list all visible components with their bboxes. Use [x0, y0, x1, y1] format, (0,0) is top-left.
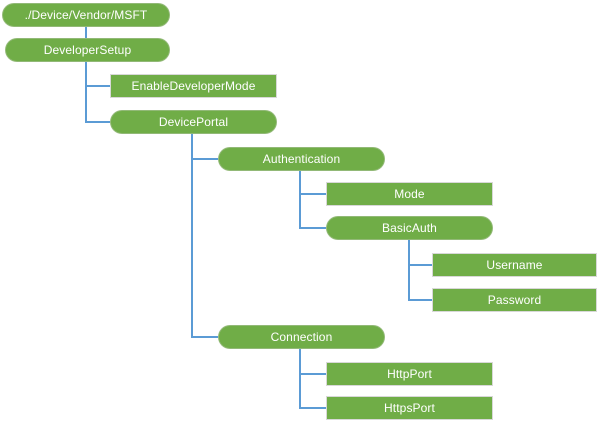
node-label-enabledevelopermode: EnableDeveloperMode — [131, 79, 256, 93]
connector-connection-to-httpport — [299, 349, 326, 375]
node-label-connection: Connection — [270, 330, 333, 344]
connector-deviceportal-to-authentication — [191, 134, 218, 160]
connector-basicauth-to-password — [408, 240, 432, 301]
connector-deviceportal-to-connection — [191, 134, 218, 338]
node-label-developersetup: DeveloperSetup — [43, 43, 132, 57]
node-label-password: Password — [487, 293, 542, 307]
node-label-root: ./Device/Vendor/MSFT — [24, 8, 148, 22]
node-enabledevelopermode[interactable]: EnableDeveloperMode — [110, 74, 277, 98]
connector-authentication-to-basicauth — [299, 171, 326, 229]
node-label-httpsport: HttpsPort — [384, 401, 435, 415]
node-authentication[interactable]: Authentication — [218, 147, 385, 171]
node-label-deviceportal: DevicePortal — [158, 115, 229, 129]
node-basicauth[interactable]: BasicAuth — [326, 216, 493, 240]
node-httpport[interactable]: HttpPort — [326, 362, 493, 386]
node-password[interactable]: Password — [432, 288, 597, 312]
node-developersetup[interactable]: DeveloperSetup — [5, 38, 170, 62]
connector-connection-to-httpsport — [299, 349, 326, 409]
connector-basicauth-to-username — [408, 240, 432, 266]
node-label-basicauth: BasicAuth — [382, 221, 437, 235]
node-label-httpport: HttpPort — [387, 367, 432, 381]
node-root[interactable]: ./Device/Vendor/MSFT — [2, 3, 170, 27]
node-label-authentication: Authentication — [262, 152, 341, 166]
node-username[interactable]: Username — [432, 253, 597, 277]
node-deviceportal[interactable]: DevicePortal — [110, 110, 277, 134]
connector-developersetup-to-deviceportal — [85, 62, 110, 123]
connector-developersetup-to-enabledevelopermode — [85, 62, 110, 87]
node-httpsport[interactable]: HttpsPort — [326, 396, 493, 420]
node-label-username: Username — [486, 258, 543, 272]
node-label-mode: Mode — [394, 187, 425, 201]
node-mode[interactable]: Mode — [326, 182, 493, 206]
node-connection[interactable]: Connection — [218, 325, 385, 349]
connector-authentication-to-mode — [299, 171, 326, 195]
